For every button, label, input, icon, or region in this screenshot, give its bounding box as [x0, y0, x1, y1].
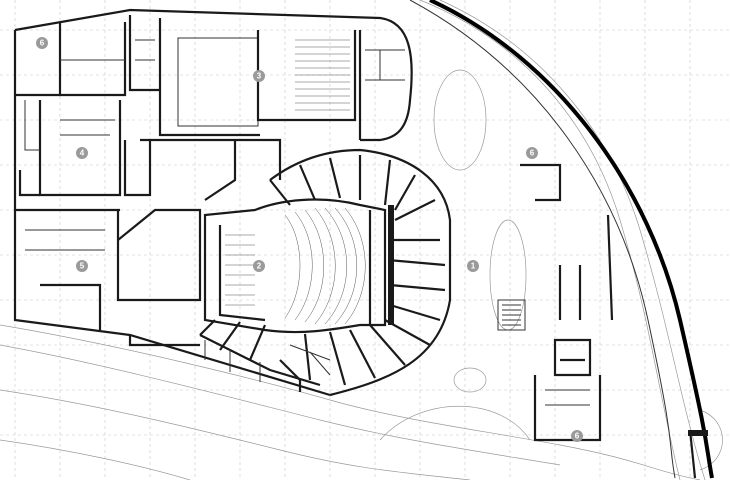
room-marker-label: 5 — [80, 262, 85, 271]
east-lobby — [497, 163, 708, 479]
west-rooms — [25, 138, 282, 347]
south-rooms — [199, 334, 321, 392]
room-marker-3: 3 — [253, 70, 265, 82]
room-marker-4: 4 — [76, 147, 88, 159]
room-marker-label: 6 — [40, 39, 45, 48]
room-marker-6-northwest: 6 — [36, 37, 48, 49]
hall-2 — [203, 198, 387, 334]
room-marker-label: 2 — [257, 262, 262, 271]
room-marker-2: 2 — [253, 260, 265, 272]
room-marker-label: 6 — [575, 432, 580, 441]
east-facade-inner — [409, 0, 676, 479]
room-marker-1: 1 — [467, 260, 479, 272]
room-marker-5: 5 — [76, 260, 88, 272]
room-marker-6-southeast: 6 — [571, 430, 583, 442]
room-marker-label: 6 — [530, 149, 535, 158]
east-facade-curve — [429, 0, 714, 479]
auditorium-ring — [199, 155, 446, 386]
room-marker-label: 4 — [80, 149, 85, 158]
room-marker-6-east: 6 — [526, 147, 538, 159]
hall-3 — [158, 18, 405, 140]
northwest-wing — [15, 15, 160, 212]
room-marker-label: 3 — [257, 72, 262, 81]
room-marker-label: 1 — [471, 262, 476, 271]
